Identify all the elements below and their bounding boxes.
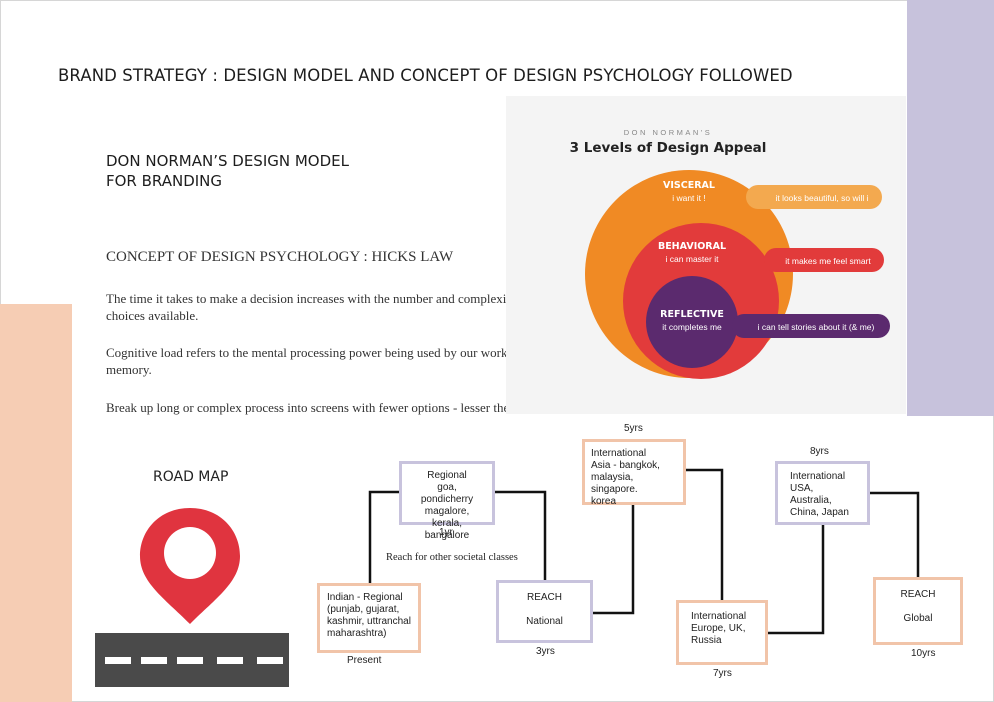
road-lane-mark — [141, 657, 167, 664]
roadmap-connectors — [368, 468, 920, 635]
roadmap-node-national-label: 3yrs — [536, 646, 555, 657]
page-title: BRAND STRATEGY : DESIGN MODEL AND CONCEP… — [58, 66, 793, 85]
hicks-law-title: CONCEPT OF DESIGN PSYCHOLOGY : HICKS LAW — [106, 249, 454, 265]
road-lane-mark — [105, 657, 131, 664]
reflective-quote-bar — [732, 314, 890, 338]
roadmap-node-asia: International Asia - bangkok, malaysia, … — [582, 439, 686, 507]
appeal-title: 3 Levels of Design Appeal — [570, 140, 767, 156]
visceral-quote-bar — [746, 185, 882, 209]
roadmap-node-national: REACH National — [496, 580, 593, 643]
road-lane-mark — [217, 657, 243, 664]
road-lane-mark — [177, 657, 203, 664]
behavioral-sub: i can master it — [666, 254, 720, 264]
design-appeal-svg: DON NORMAN'S 3 Levels of Design Appeal V… — [570, 128, 890, 379]
lavender-accent-bar — [907, 0, 994, 416]
design-appeal-graphic: DON NORMAN'S 3 Levels of Design Appeal V… — [506, 96, 906, 414]
visceral-quote: it looks beautiful, so will i — [775, 193, 868, 203]
roadmap-note: Reach for other societal classes — [386, 552, 518, 563]
hicks-paragraph-2: Cognitive load refers to the mental proc… — [106, 345, 525, 377]
roadmap-node-regional: Regional goa, pondicherry magalore, kera… — [399, 461, 495, 541]
road-icon — [95, 633, 289, 687]
visceral-label: VISCERAL — [663, 180, 715, 191]
roadmap-node-present-label: Present — [347, 655, 382, 666]
roadmap-title: ROAD MAP — [153, 469, 229, 485]
reflective-label: REFLECTIVE — [660, 309, 724, 320]
roadmap-diagram: Indian - Regional (punjab, gujarat, kash… — [300, 415, 990, 700]
roadmap-node-asia-label: 5yrs — [624, 423, 643, 434]
hicks-paragraph-1: The time it takes to make a decision inc… — [106, 291, 531, 323]
roadmap-node-usa: International USA, Australia, China, Jap… — [775, 461, 870, 525]
reflective-quote: i can tell stories about it (& me) — [758, 322, 875, 332]
reflective-sub: it completes me — [662, 322, 722, 332]
design-model-title: DON NORMAN’S DESIGN MODEL FOR BRANDING — [106, 152, 349, 190]
roadmap-node-global: REACH Global — [873, 577, 963, 645]
roadmap-node-europe-label: 7yrs — [713, 668, 732, 679]
roadmap-node-regional-label: 1yr — [439, 527, 453, 538]
hicks-paragraph-3: Break up long or complex process into sc… — [106, 400, 583, 415]
roadmap-node-present: Indian - Regional (punjab, gujarat, kash… — [317, 583, 421, 653]
behavioral-quote: it makes me feel smart — [785, 256, 871, 266]
road-lane-mark — [257, 657, 283, 664]
roadmap-node-global-label: 10yrs — [911, 648, 936, 659]
visceral-sub: i want it ! — [672, 193, 706, 203]
behavioral-label: BEHAVIORAL — [658, 241, 726, 252]
peach-accent-bar — [0, 304, 72, 702]
behavioral-quote-bar — [764, 248, 884, 272]
roadmap-node-europe: International Europe, UK, Russia — [676, 600, 768, 665]
location-pin-icon — [130, 500, 250, 630]
appeal-kicker: DON NORMAN'S — [624, 128, 713, 137]
reflective-circle — [646, 276, 738, 368]
roadmap-node-usa-label: 8yrs — [810, 446, 829, 457]
